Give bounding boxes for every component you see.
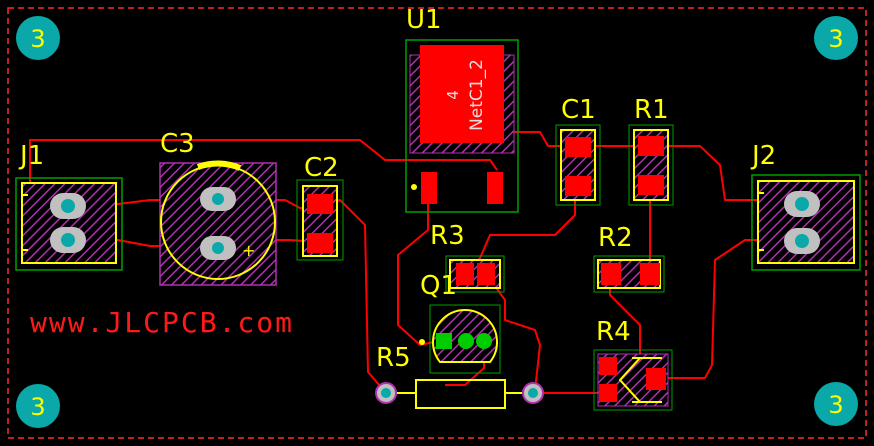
c3-designator: C3: [160, 129, 195, 159]
trace-r4-j2: [655, 239, 800, 379]
c1-pad-1[interactable]: [565, 137, 591, 157]
trimmer-r4[interactable]: R4: [593, 317, 673, 411]
r1-designator: R1: [634, 95, 669, 125]
connector-j2[interactable]: J2: [750, 141, 861, 271]
u1-pin1-dot: [411, 184, 417, 190]
corner-mark-label: 3: [828, 391, 843, 419]
mounting-hole-bottom-right[interactable]: 3: [814, 382, 858, 426]
board-outline: [7, 7, 867, 439]
u1-pad-net-name: NetC1_2: [467, 59, 487, 131]
q1-designator: Q1: [420, 271, 457, 301]
q1-pin1-dot: [419, 339, 425, 345]
c2-pad-1[interactable]: [307, 194, 333, 214]
r3-designator: R3: [430, 221, 465, 251]
resistor-r2[interactable]: R2: [593, 223, 665, 293]
corner-mark-label: 3: [828, 25, 843, 53]
resistor-r5[interactable]: R5: [375, 343, 544, 409]
corner-mark-label: 3: [30, 25, 45, 53]
capacitor-c2[interactable]: C2: [296, 153, 344, 261]
corner-mark-label: 3: [30, 393, 45, 421]
regulator-u1[interactable]: 4 NetC1_2 U1: [405, 5, 519, 213]
resistor-r1[interactable]: R1: [628, 95, 674, 206]
mounting-hole-top-right[interactable]: 3: [814, 16, 858, 60]
j2-designator: J2: [750, 141, 776, 171]
capacitor-c3[interactable]: + C3: [159, 129, 277, 286]
c1-designator: C1: [561, 95, 596, 125]
c2-pad-2[interactable]: [307, 233, 333, 253]
r3-pad-1[interactable]: [456, 263, 474, 285]
r1-pad-1[interactable]: [638, 136, 664, 156]
mounting-hole-top-left[interactable]: 3: [16, 16, 60, 60]
u1-tab-pad[interactable]: [420, 45, 504, 143]
u1-designator: U1: [406, 5, 442, 35]
trace-r3-q1: [484, 271, 541, 391]
c3-polarity-mark: +: [242, 241, 255, 260]
r4-designator: R4: [596, 317, 631, 347]
j1-designator: J1: [18, 141, 44, 171]
r2-pad-1[interactable]: [601, 263, 621, 285]
c2-designator: C2: [304, 153, 339, 183]
r3-pad-2[interactable]: [477, 263, 495, 285]
r5-designator: R5: [376, 343, 411, 373]
r4-pad-2[interactable]: [599, 384, 617, 402]
u1-pad-1[interactable]: [421, 172, 437, 204]
r2-pad-2[interactable]: [640, 263, 660, 285]
q1-pad-2[interactable]: [458, 333, 474, 349]
transistor-q1[interactable]: Q1: [419, 271, 501, 374]
u1-pad-number: 4: [444, 90, 462, 100]
capacitor-c1[interactable]: C1: [555, 95, 601, 206]
connector-j1[interactable]: J1: [15, 141, 123, 271]
silkscreen-website-text: www.JLCPCB.com: [30, 306, 294, 339]
q1-pad-1[interactable]: [436, 333, 452, 349]
r2-designator: R2: [598, 223, 633, 253]
resistor-r3[interactable]: R3: [430, 221, 505, 293]
mounting-hole-bottom-left[interactable]: 3: [16, 384, 60, 428]
u1-pad-3[interactable]: [487, 172, 503, 204]
r4-pad-3[interactable]: [646, 368, 666, 390]
trace-c1-r1: [578, 145, 800, 201]
c1-pad-2[interactable]: [565, 176, 591, 196]
r4-pad-1[interactable]: [599, 357, 617, 375]
r1-pad-2[interactable]: [638, 175, 664, 195]
q1-pad-3[interactable]: [476, 333, 492, 349]
